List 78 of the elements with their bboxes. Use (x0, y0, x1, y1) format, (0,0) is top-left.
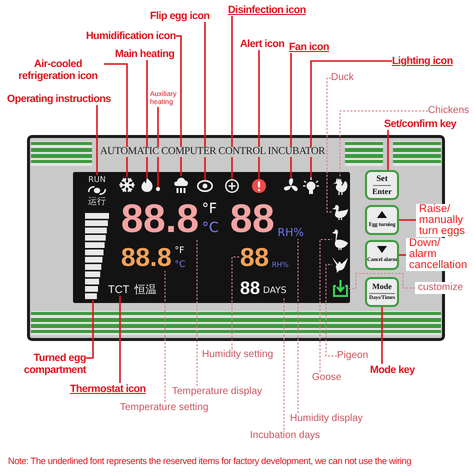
status-text: TCT (108, 285, 130, 296)
leader-line (204, 22, 206, 180)
callout-label: Lighting icon (392, 55, 453, 67)
leader-line (340, 110, 428, 178)
flame-icon (141, 178, 153, 192)
callout-label: Thermostat icon (70, 383, 146, 395)
callout-label: Set/confirm key (384, 118, 456, 130)
leader-line (381, 307, 383, 364)
leader-line (164, 270, 166, 402)
mode-label: 恒温 (134, 283, 156, 296)
unit-label: °C (174, 260, 186, 271)
duck-icon (332, 204, 348, 220)
digit-readout: 88 (240, 244, 269, 270)
leader-line (96, 105, 98, 175)
callout-label: Temperature setting (120, 402, 208, 414)
digit-readout: 88.8 (121, 199, 199, 239)
leader-line (290, 53, 292, 178)
callout-label: Operating instructions (7, 93, 111, 105)
digit-readout: 88 (240, 279, 260, 297)
unit-label: RH% (278, 226, 304, 239)
callout-label: Humidity setting (202, 349, 274, 361)
snowflake-icon (119, 177, 135, 193)
leader-line (387, 130, 389, 170)
leader-line (232, 256, 240, 350)
plus-circle-icon (225, 179, 239, 193)
lcd-screen (73, 172, 350, 303)
status-text: RUN (88, 175, 106, 184)
leader-line (104, 63, 128, 177)
rain-cloud-icon (173, 176, 189, 193)
callout-label: Incubation days (250, 430, 320, 442)
leader-line (320, 239, 332, 372)
digit-readout: 88.8 (121, 244, 172, 270)
digit-readout: 88 (230, 199, 274, 239)
leader-line (326, 78, 332, 212)
pigeon-icon (332, 256, 348, 273)
leader-line (231, 16, 233, 179)
callout-label: Down/ alarm cancellation (406, 238, 469, 271)
leader-line (258, 50, 260, 179)
panel-title: AUTOMATIC COMPUTER CONTROL INCUBATOR (100, 147, 325, 157)
leader-line (399, 254, 406, 256)
leader-line (348, 273, 416, 289)
callout-label: Mode key (370, 364, 415, 376)
leader-line (310, 60, 392, 177)
leader-line (146, 60, 148, 178)
set-button: Set Enter (365, 170, 399, 200)
unit-label: °C (202, 220, 219, 236)
fan-icon (283, 178, 299, 194)
footnote: Note: The underlined font represents the reserved items for factory development, we can not use the wiring (8, 456, 412, 467)
callout-label: Flip egg icon (150, 10, 210, 22)
light-bulb-icon (303, 177, 319, 194)
status-text: 运行 (88, 197, 106, 208)
bar-gauge (85, 213, 109, 300)
callout-label: Pigeon (337, 350, 368, 362)
leader-line (176, 35, 182, 176)
dot-icon (156, 187, 160, 191)
callout-label: Turned egg compartment (22, 352, 86, 376)
callout-label: Fan icon (289, 41, 329, 53)
callout-label: Disinfection icon (228, 4, 306, 16)
unit-label: °F (202, 201, 218, 217)
leader-line (157, 107, 159, 187)
tray-arrow-icon (333, 280, 348, 297)
callout-label: Main heating (115, 48, 174, 60)
unit-label: °F (174, 246, 186, 257)
callout-label: Temperature display (172, 386, 262, 398)
leader-line (119, 296, 121, 383)
rooster-icon (332, 177, 348, 195)
callout-label: Humidity display (290, 413, 363, 425)
callout-label: customize (415, 282, 464, 294)
leader-line (326, 264, 338, 356)
goose-icon (332, 229, 348, 250)
leader-line (399, 219, 416, 221)
leader-line (196, 238, 198, 386)
eye-icon (197, 180, 213, 192)
unit-label: DAYS (263, 286, 286, 297)
callout-label: Humidification icon (86, 30, 176, 42)
exclamation-icon (252, 179, 266, 193)
callout-label: Alert icon (240, 38, 284, 50)
leader-line (86, 300, 94, 359)
